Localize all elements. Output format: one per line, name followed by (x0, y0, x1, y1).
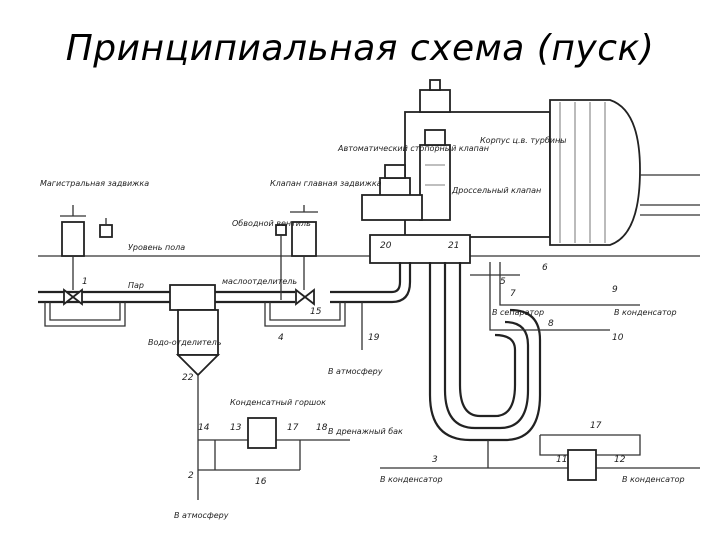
label-to-separator: В сепаратор (492, 308, 544, 317)
label-main-valve: Магистральная задвижка (40, 179, 149, 188)
main-steam-line (38, 262, 412, 327)
valve-number-18: 18 (316, 423, 328, 433)
valve-number-3: 3 (432, 455, 438, 465)
valve-number-16: 16 (255, 477, 267, 487)
label-throttle-valve: Дроссельный клапан (451, 186, 541, 195)
valve-number-14: 14 (198, 423, 210, 433)
throttle-valve (419, 129, 451, 221)
condensate-pot (247, 417, 277, 449)
valve-number-12: 12 (614, 455, 626, 465)
label-separator: маслоотделитель (222, 277, 297, 286)
label-bypass-valve: Обводной вентиль (232, 219, 311, 228)
label-to-drain-tank: В дренажный бак (328, 427, 403, 436)
label-to-atmosphere-1: В атмосферу (328, 367, 383, 376)
valve-number-20: 20 (380, 241, 392, 251)
label-condensate-pot: Конденсатный горшок (230, 398, 326, 407)
main-gate-valve-stand (60, 205, 113, 306)
valve-number-9: 9 (612, 285, 618, 295)
right-branches (470, 262, 641, 481)
valve-number-22: 22 (182, 373, 194, 383)
oil-separator (169, 284, 221, 440)
condensate-pot-2 (567, 449, 597, 481)
valve-number-2: 2 (188, 471, 194, 481)
label-to-condenser-3: В конденсатор (622, 475, 685, 484)
valve-number-15: 15 (310, 307, 322, 317)
valve-number-19: 19 (368, 333, 380, 343)
label-floor-level: Уровень пола (128, 243, 185, 252)
valve-number-10: 10 (612, 333, 624, 343)
valve-number-13: 13 (230, 423, 242, 433)
main-valve-stand-2 (275, 205, 318, 306)
valve-number-1: 1 (82, 277, 88, 287)
label-water-separator: Водо-отделитель (148, 338, 222, 347)
valve-chest (369, 234, 471, 264)
label-steam: Пар (128, 281, 144, 290)
label-to-condenser-2: В конденсатор (380, 475, 443, 484)
valve-number-5: 5 (500, 277, 506, 287)
label-to-atmosphere-2: В атмосферу (174, 511, 229, 520)
label-auto-stop: Автоматический стопорный клапан (337, 144, 489, 153)
valve-number-8: 8 (548, 319, 554, 329)
auto-stop-valve (361, 164, 423, 221)
label-turbine-body: Корпус ц.в. турбины (480, 136, 567, 145)
valve-number-7: 7 (510, 289, 516, 299)
valve-number-11: 11 (556, 455, 567, 465)
valve-number-17a: 17 (287, 423, 299, 433)
slide-title: Принципиальная схема (пуск) (65, 28, 655, 69)
valve-number-21: 21 (448, 241, 459, 251)
valve-number-17b: 17 (590, 421, 602, 431)
valve-number-4: 4 (278, 333, 284, 343)
valve-number-6: 6 (542, 263, 548, 273)
label-to-condenser-1: В конденсатор (614, 308, 677, 317)
label-main-gate: Клапан главная задвижка (270, 179, 382, 188)
